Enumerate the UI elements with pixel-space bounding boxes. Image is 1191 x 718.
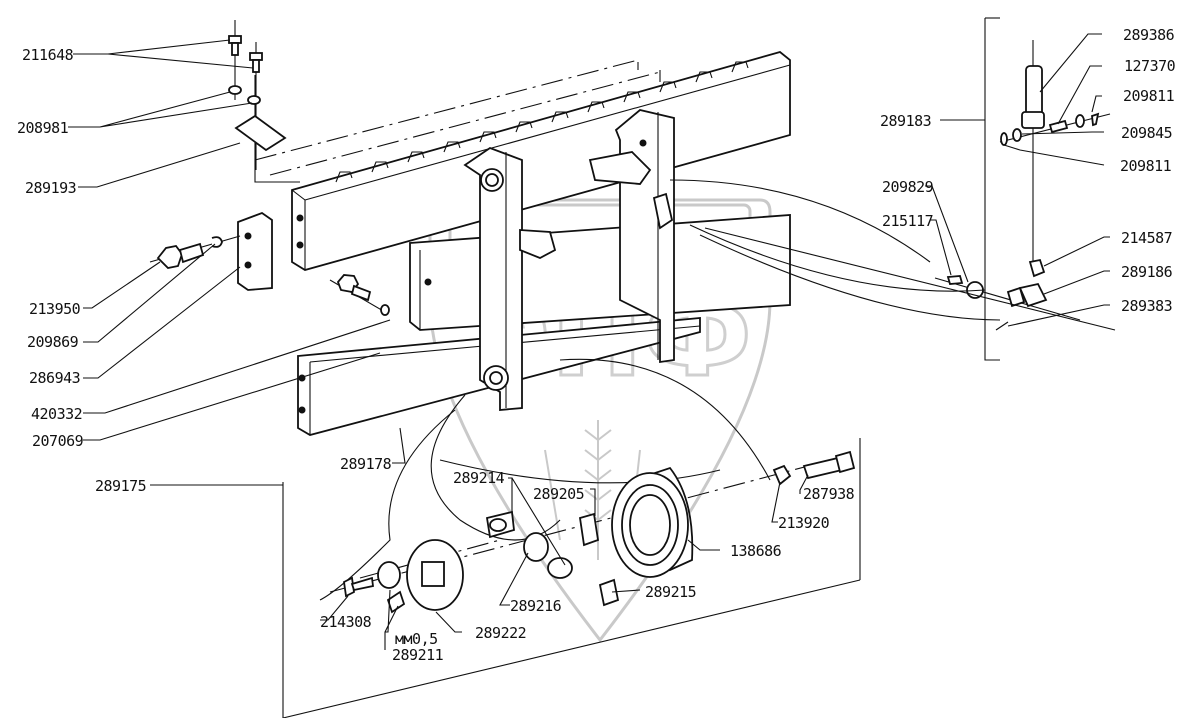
pin-icon — [946, 275, 964, 285]
side-plate — [237, 211, 273, 291]
pad-icon — [578, 512, 600, 547]
part-label-209811-bottom: 209811 — [1120, 157, 1172, 175]
part-label-138686: 138686 — [730, 542, 782, 560]
part-label-286943: 286943 — [29, 369, 80, 387]
part-label-209811-top: 209811 — [1123, 87, 1175, 105]
part-label-289383: 289383 — [1121, 297, 1172, 315]
vertical-arm-left — [463, 146, 557, 411]
part-label-214308: 214308 — [320, 613, 372, 631]
part-labels: 211648 208981 289193 213950 209869 28694… — [17, 26, 1176, 664]
washer-icon — [247, 95, 261, 105]
part-label-207069: 207069 — [32, 432, 84, 450]
part-label-209829: 209829 — [882, 178, 934, 196]
leader-curves — [319, 179, 1116, 601]
bracket-plate-icon — [234, 114, 287, 152]
grease-fitting-icon — [1018, 282, 1048, 308]
part-label-213950: 213950 — [29, 300, 81, 318]
bolt-head-icon — [249, 52, 263, 61]
bolt-head-icon — [228, 35, 242, 44]
top-left-fasteners — [228, 20, 287, 170]
lower-parts — [329, 450, 856, 614]
hex-bolt-icon — [156, 245, 184, 269]
cylinder-icon — [1025, 65, 1043, 117]
part-label-209869: 209869 — [27, 333, 79, 351]
shim-icon — [386, 590, 406, 614]
part-label-289178: 289178 — [340, 455, 392, 473]
lubricator-assembly — [934, 40, 1111, 331]
part-label-289386: 289386 — [1123, 26, 1175, 44]
part-label-289175: 289175 — [95, 477, 146, 495]
clip-icon — [1028, 258, 1046, 278]
part-label-289193: 289193 — [25, 179, 76, 197]
part-label-289205: 289205 — [533, 485, 584, 503]
part-label-208981: 208981 — [17, 119, 69, 137]
part-label-215117: 215117 — [882, 212, 933, 230]
label-leaders — [68, 33, 1110, 650]
roller-icon — [611, 466, 694, 578]
part-label-289222: 289222 — [475, 624, 526, 642]
part-label-420332: 420332 — [31, 405, 82, 423]
part-label-289216: 289216 — [510, 597, 562, 615]
part-label-289183: 289183 — [880, 112, 931, 130]
washer-icon — [1012, 128, 1022, 142]
part-label-289186: 289186 — [1121, 263, 1173, 281]
nut-icon — [772, 464, 792, 486]
part-label-209845: 209845 — [1121, 124, 1172, 142]
part-label-214587: 214587 — [1121, 229, 1172, 247]
pin-icon — [598, 578, 620, 607]
assembly-frame-lines — [254, 17, 1000, 718]
spacer-icon — [523, 532, 549, 562]
toothed-rail — [291, 51, 791, 271]
part-label-213920: 213920 — [778, 514, 830, 532]
washer-icon — [380, 304, 390, 316]
vertical-arm-right — [588, 109, 675, 364]
part-label-127370: 127370 — [1124, 57, 1176, 75]
threaded-bolt-icon — [802, 456, 844, 480]
screw-icon — [343, 576, 355, 598]
lock-washer-icon — [377, 561, 401, 589]
part-label-289215: 289215 — [645, 583, 696, 601]
washer-icon — [228, 85, 242, 95]
part-label-211648: 211648 — [22, 46, 74, 64]
part-label-287938: 287938 — [803, 485, 855, 503]
left-bolts — [149, 235, 390, 316]
bushing-icon — [547, 557, 573, 579]
washer-icon — [1000, 132, 1008, 146]
part-label-289211: 289211 — [392, 646, 444, 664]
part-label-289214: 289214 — [453, 469, 505, 487]
part-label-mm05: мм0,5 — [395, 630, 438, 648]
